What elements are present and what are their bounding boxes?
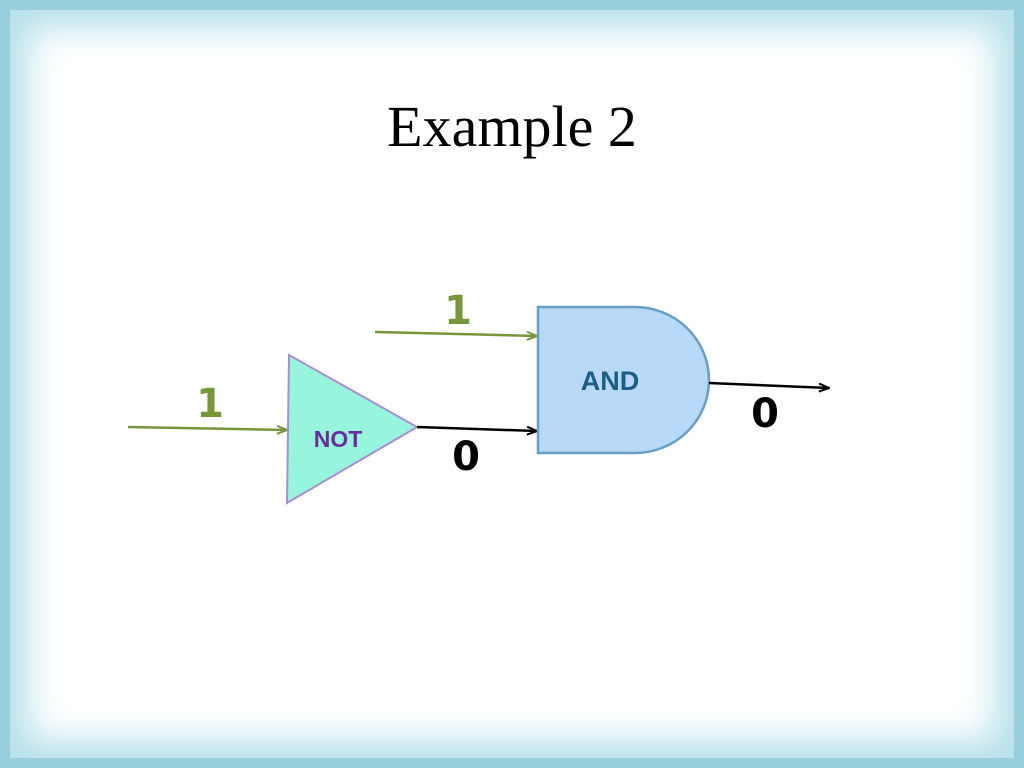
not-gate (285, 353, 420, 505)
and-output-value: 0 (751, 391, 779, 437)
and-gate-label: AND (581, 366, 640, 396)
slide-title: Example 2 (387, 94, 637, 159)
not-input-value: 1 (196, 381, 224, 427)
not-output-value: 0 (452, 434, 480, 480)
and-top-input-value: 1 (444, 288, 472, 334)
not-gate-label: NOT (314, 426, 363, 452)
not-input-wire (127, 427, 287, 430)
and-gate (536, 305, 711, 455)
not-output-wire (416, 425, 537, 431)
and-output-wire (708, 381, 829, 388)
and-top-input-wire (374, 330, 537, 336)
